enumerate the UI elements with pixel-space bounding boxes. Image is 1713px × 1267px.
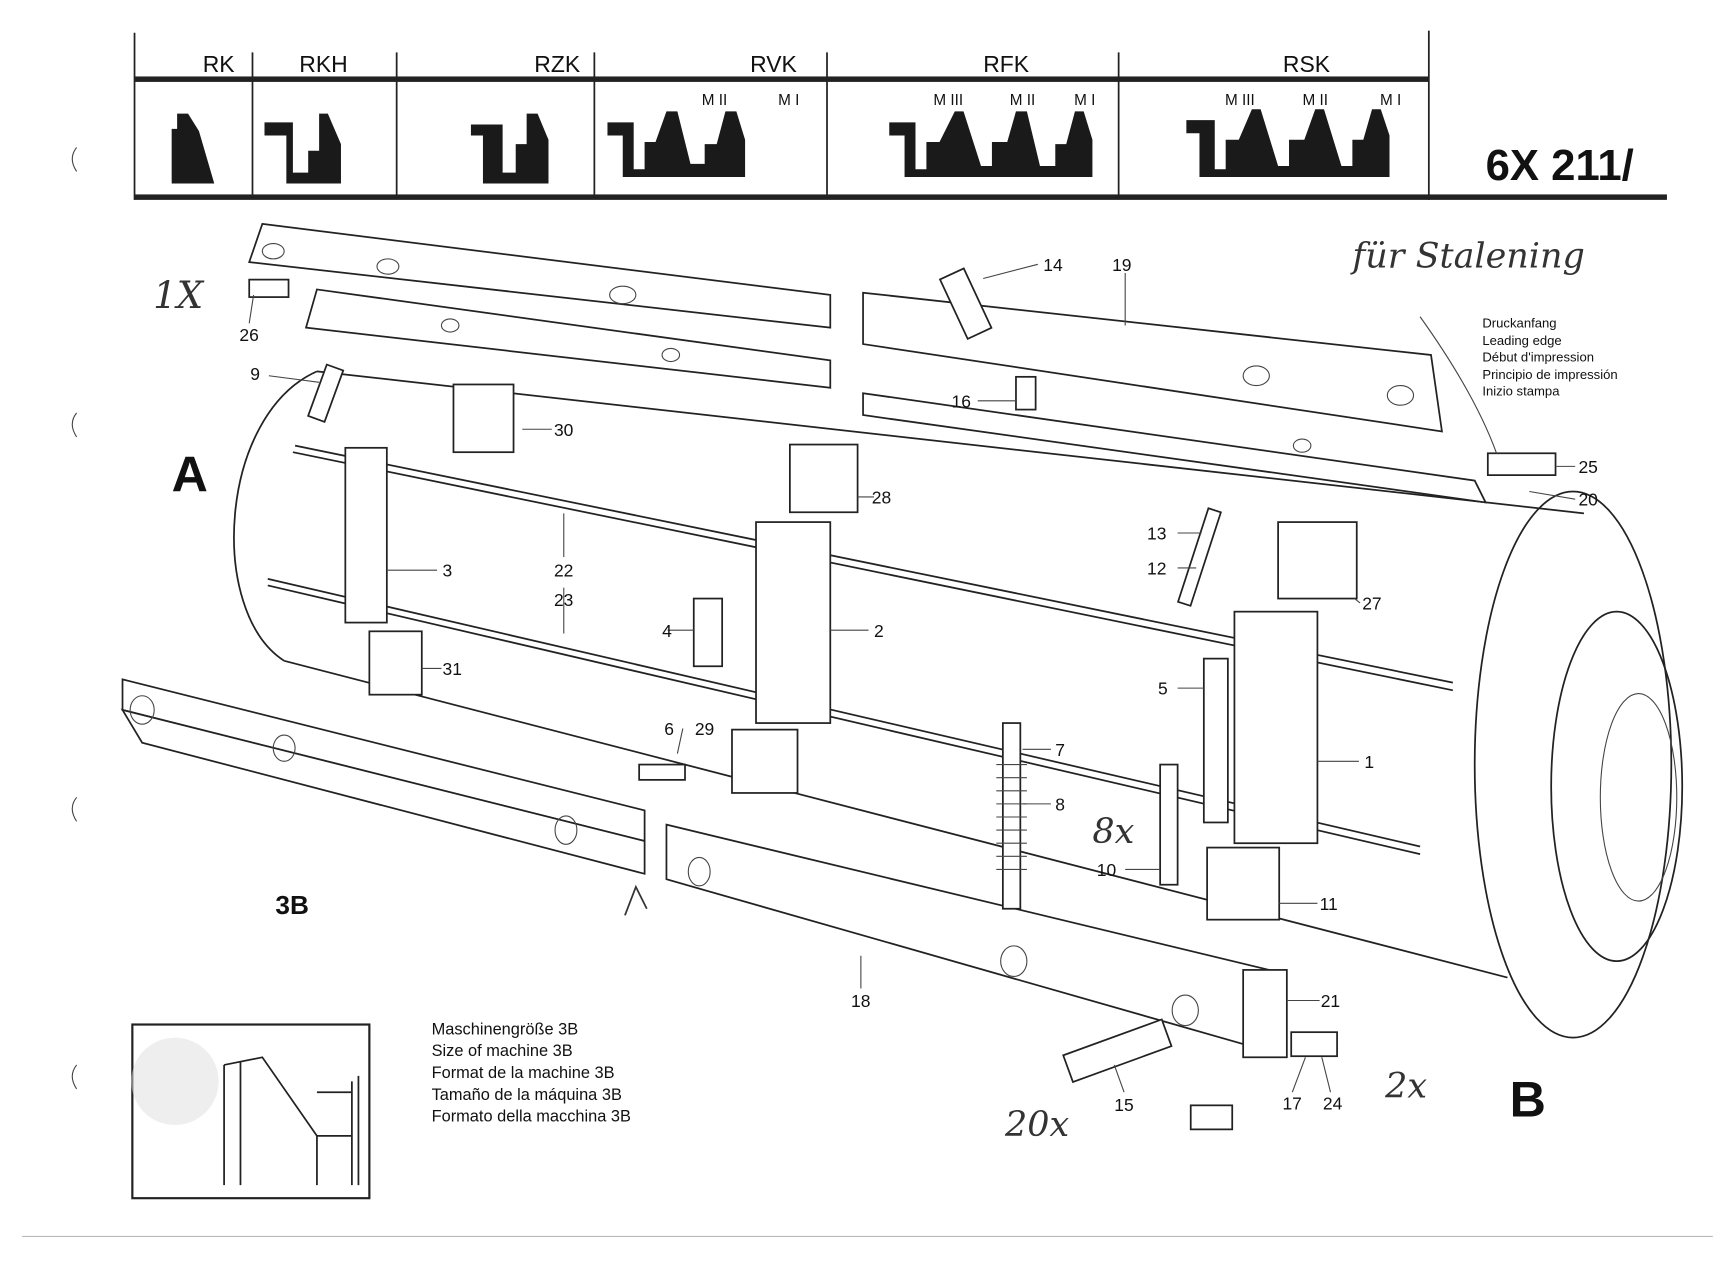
- part-label: 3: [443, 561, 453, 581]
- caption-line: Formato della macchina 3B: [432, 1108, 631, 1126]
- profile-rkh: [264, 113, 341, 184]
- part-labels: 14 19 26 9 16 30 28 25 20 13 12 27 3 22 …: [239, 255, 1598, 1115]
- note-line: Inizio stampa: [1482, 383, 1560, 398]
- profile-rvk: [607, 111, 746, 177]
- size-caption: Maschinengröße 3B Size of machine 3B For…: [432, 1020, 631, 1125]
- caption-line: Maschinengröße 3B: [432, 1020, 579, 1038]
- part-label: 24: [1323, 1094, 1343, 1114]
- col-rzk: RZK: [534, 51, 581, 77]
- part-label: 22: [554, 561, 573, 581]
- handwritten-qty-24: 2x: [1384, 1067, 1427, 1107]
- part-label: 28: [872, 488, 891, 508]
- note-line: Druckanfang: [1482, 316, 1556, 331]
- handwritten-qty-15: 20x: [1004, 1105, 1069, 1145]
- machine-size-label: 3B: [275, 890, 309, 920]
- profile-rsk: [1186, 109, 1390, 177]
- part-label: 27: [1362, 593, 1381, 613]
- caption-line: Size of machine 3B: [432, 1042, 573, 1060]
- size-inset: [131, 1023, 371, 1200]
- part-label: 17: [1282, 1094, 1301, 1114]
- lower-rail: [120, 678, 1279, 1056]
- part-label: 21: [1321, 991, 1340, 1011]
- handwritten-qty-10: 8x: [1092, 812, 1134, 852]
- part-label: 20: [1578, 490, 1598, 510]
- sub-label: M III: [933, 92, 963, 109]
- binder-holes: [71, 147, 78, 1090]
- part-label: 10: [1097, 860, 1117, 880]
- handwritten-notes: für Stalening 1X 8x 20x 2x: [153, 237, 1585, 1145]
- part-label: 4: [662, 621, 672, 641]
- sub-label: M II: [1303, 92, 1328, 109]
- part-label: 6: [664, 719, 674, 739]
- part-label: 2: [874, 621, 884, 641]
- note-line: Début d'impression: [1482, 350, 1594, 365]
- profile-rfk: [889, 111, 1093, 177]
- part-label: 12: [1147, 559, 1166, 579]
- part-label: 30: [554, 420, 574, 440]
- components: [248, 267, 1557, 1131]
- handwritten-title: für Stalening: [1349, 237, 1584, 277]
- part-label: 13: [1147, 524, 1166, 544]
- sub-label: M II: [1010, 92, 1035, 109]
- leader-lines: [248, 263, 1576, 1093]
- col-rfk: RFK: [983, 51, 1030, 77]
- part-label: 29: [695, 719, 714, 739]
- upper-rail: [248, 222, 1488, 504]
- part-label: 18: [851, 991, 870, 1011]
- part-label: 25: [1578, 457, 1597, 477]
- part-label: 8: [1055, 794, 1065, 814]
- view-b-label: B: [1510, 1071, 1546, 1127]
- part-label: 14: [1043, 255, 1063, 275]
- sub-label: M II: [702, 92, 727, 109]
- part-number: 6X 211/: [1486, 141, 1634, 190]
- sub-label: M I: [778, 92, 799, 109]
- part-label: 1: [1364, 752, 1374, 772]
- profile-table: RK RKH RZK RVK RFK RSK M II M I M III M …: [133, 30, 1667, 200]
- sub-label: M III: [1225, 92, 1255, 109]
- part-label: 5: [1158, 679, 1168, 699]
- sub-label: M I: [1074, 92, 1095, 109]
- part-label: 19: [1112, 255, 1131, 275]
- caption-line: Tamaño de la máquina 3B: [432, 1086, 622, 1104]
- part-label: 11: [1320, 894, 1338, 914]
- profile-rzk: [470, 113, 549, 184]
- part-label: 31: [443, 659, 462, 679]
- handwritten-qty-26: 1X: [153, 274, 205, 317]
- col-rsk: RSK: [1283, 51, 1331, 77]
- part-label: 26: [239, 325, 258, 345]
- note-line: Leading edge: [1482, 333, 1561, 348]
- part-label: 15: [1114, 1095, 1133, 1115]
- profile-rk: [171, 113, 215, 184]
- leading-edge-note: Druckanfang Leading edge Début d'impress…: [1482, 316, 1617, 399]
- col-rk: RK: [203, 51, 236, 77]
- part-label: 9: [250, 364, 260, 384]
- handwritten-arrow-icon: [624, 884, 648, 916]
- note-line: Principio de impressión: [1482, 367, 1617, 382]
- view-a-label: A: [172, 447, 208, 503]
- caption-line: Format de la machine 3B: [432, 1064, 615, 1082]
- part-label: 16: [952, 391, 971, 411]
- sub-label: M I: [1380, 92, 1401, 109]
- col-rkh: RKH: [299, 51, 347, 77]
- part-label: 23: [554, 590, 573, 610]
- part-label: 7: [1055, 740, 1065, 760]
- col-rvk: RVK: [750, 51, 797, 77]
